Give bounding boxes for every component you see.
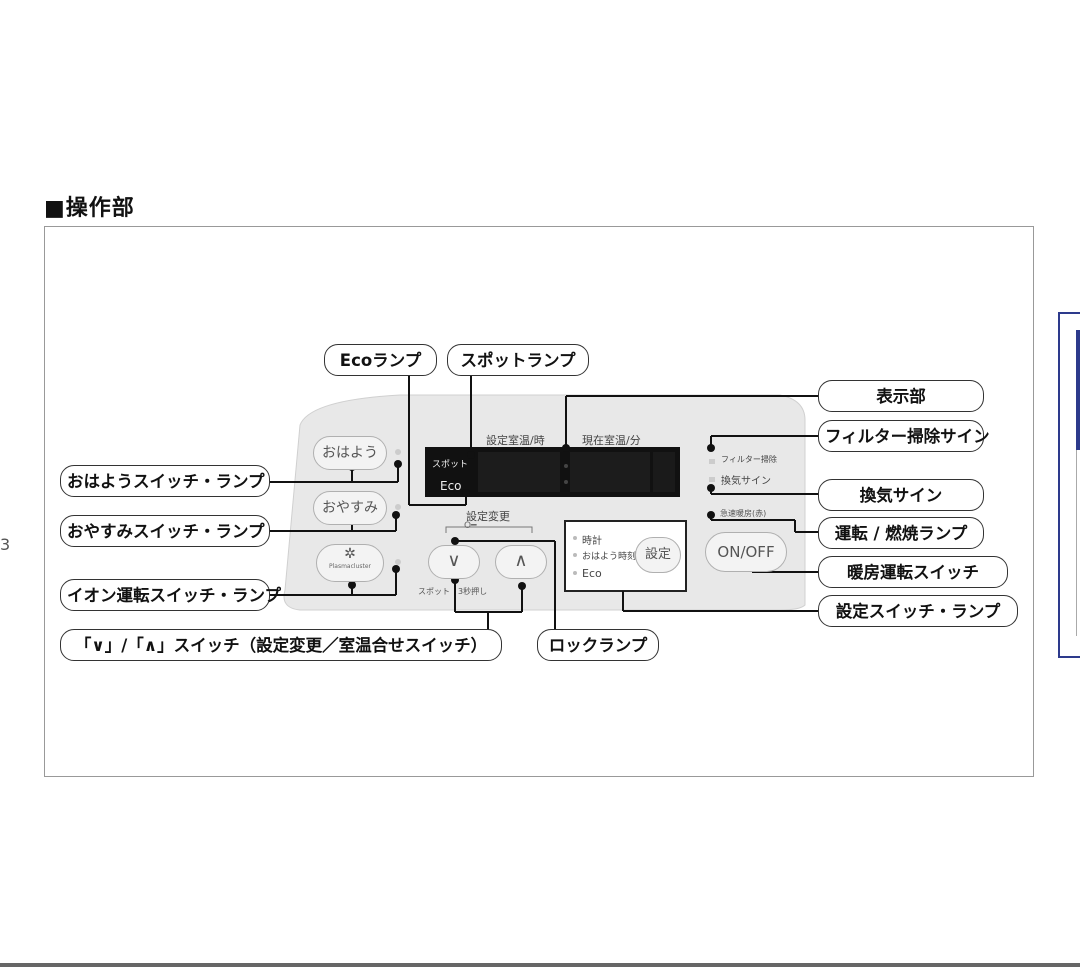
key-lock-icon: O━ <box>464 521 477 531</box>
grape-icon: ✲ <box>344 546 356 562</box>
ohayou-lamp-dot <box>395 449 401 455</box>
side-thumbnail[interactable] <box>1058 312 1080 658</box>
vent-sign-dot <box>709 477 715 482</box>
ion-logo-text: Plasmacluster <box>328 563 371 570</box>
display-spot-text: スポット <box>432 460 469 470</box>
up-button[interactable]: ∧ <box>495 545 547 579</box>
display-digits-left <box>478 452 560 492</box>
callout-filter-clean-sign: フィルター掃除サイン <box>818 420 990 452</box>
spot-hint: スポット <box>418 587 450 596</box>
callout-ion-switch-lamp: イオン運転スイッチ・ランプ <box>60 579 281 611</box>
vent-sign-label: 換気サイン <box>721 476 771 487</box>
hold-hint: 3秒押し <box>458 587 488 596</box>
display-colon-top <box>564 464 568 468</box>
setting-change-label: 設定変更 <box>466 510 510 523</box>
ion-lamp-dot <box>395 559 401 565</box>
ohayou-button[interactable]: おはよう <box>313 436 387 470</box>
bottom-divider <box>0 963 1080 967</box>
display-digits-extra <box>653 452 675 492</box>
callout-updown-switch: 「∨」/「∧」スイッチ（設定変更／室温合せスイッチ） <box>60 629 502 661</box>
side-thumbnail-body <box>1076 450 1080 636</box>
section-title: ■操作部 <box>44 196 135 221</box>
callout-eco-lamp: Ecoランプ <box>324 344 437 376</box>
label-set-temp: 設定室温/時 <box>486 434 545 447</box>
callout-heating-switch: 暖房運転スイッチ <box>818 556 1008 588</box>
set-ohayou-time-label: おはよう時刻 <box>582 552 637 562</box>
callout-ohayou-switch-lamp: おはようスイッチ・ランプ <box>60 465 270 497</box>
side-thumbnail-header <box>1076 330 1080 450</box>
callout-display-section: 表示部 <box>818 380 984 412</box>
filter-sign-dot <box>709 459 715 464</box>
set-button[interactable]: 設定 <box>635 537 681 573</box>
callout-spot-lamp: スポットランプ <box>447 344 589 376</box>
filter-sign-label: フィルター掃除 <box>721 455 777 464</box>
rapid-heating-label: 急速暖房(赤) <box>720 509 767 518</box>
callout-run-burn-lamp: 運転 / 燃焼ランプ <box>818 517 984 549</box>
down-button[interactable]: ∨ <box>428 545 480 579</box>
oyasumi-lamp-dot <box>395 504 401 510</box>
set-clock-label: 時計 <box>582 536 602 547</box>
label-current-temp: 現在室温/分 <box>582 434 641 447</box>
callout-setting-switch-lamp: 設定スイッチ・ランプ <box>818 595 1018 627</box>
display-eco-text: Eco <box>440 479 462 493</box>
edge-mark: 3 <box>0 535 11 554</box>
ion-button[interactable]: ✲ Plasmacluster <box>316 544 384 582</box>
on-off-button[interactable]: ON/OFF <box>705 532 787 572</box>
leader-lines <box>270 376 820 631</box>
display-digits-right <box>570 452 650 492</box>
oyasumi-button[interactable]: おやすみ <box>313 491 387 525</box>
set-eco-label: Eco <box>582 567 602 580</box>
callout-lock-lamp: ロックランプ <box>537 629 659 661</box>
callout-ventilation-sign: 換気サイン <box>818 479 984 511</box>
display-colon-bottom <box>564 480 568 484</box>
callout-oyasumi-switch-lamp: おやすみスイッチ・ランプ <box>60 515 270 547</box>
